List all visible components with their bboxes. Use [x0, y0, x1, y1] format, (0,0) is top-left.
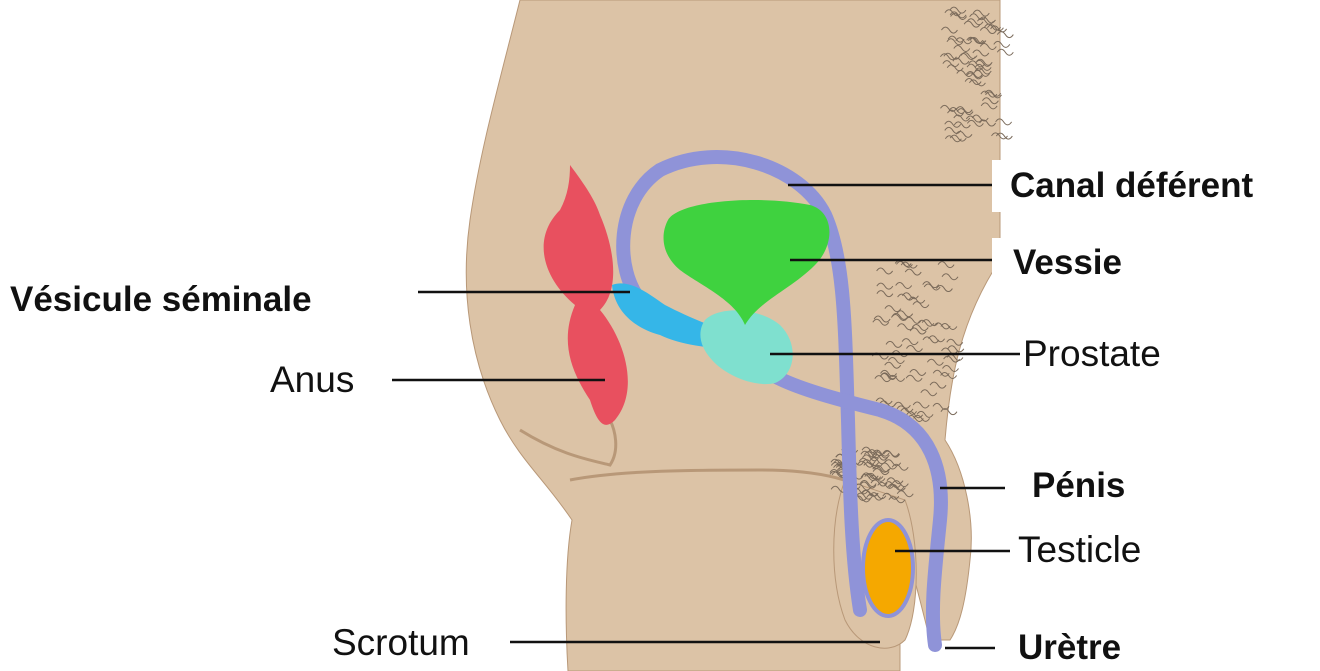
- label-uretre: Urètre: [1018, 630, 1121, 665]
- label-scrotum: Scrotum: [332, 624, 470, 661]
- label-penis: Pénis: [1032, 468, 1125, 503]
- label-vessie: Vessie: [1013, 245, 1122, 280]
- label-anus: Anus: [270, 361, 354, 398]
- label-canal-deferent: Canal déférent: [1010, 168, 1253, 203]
- label-vesicule-seminale: Vésicule séminale: [10, 282, 312, 317]
- label-testicle: Testicle: [1018, 531, 1141, 568]
- label-prostate: Prostate: [1023, 335, 1161, 372]
- testicle-shape: [863, 520, 913, 616]
